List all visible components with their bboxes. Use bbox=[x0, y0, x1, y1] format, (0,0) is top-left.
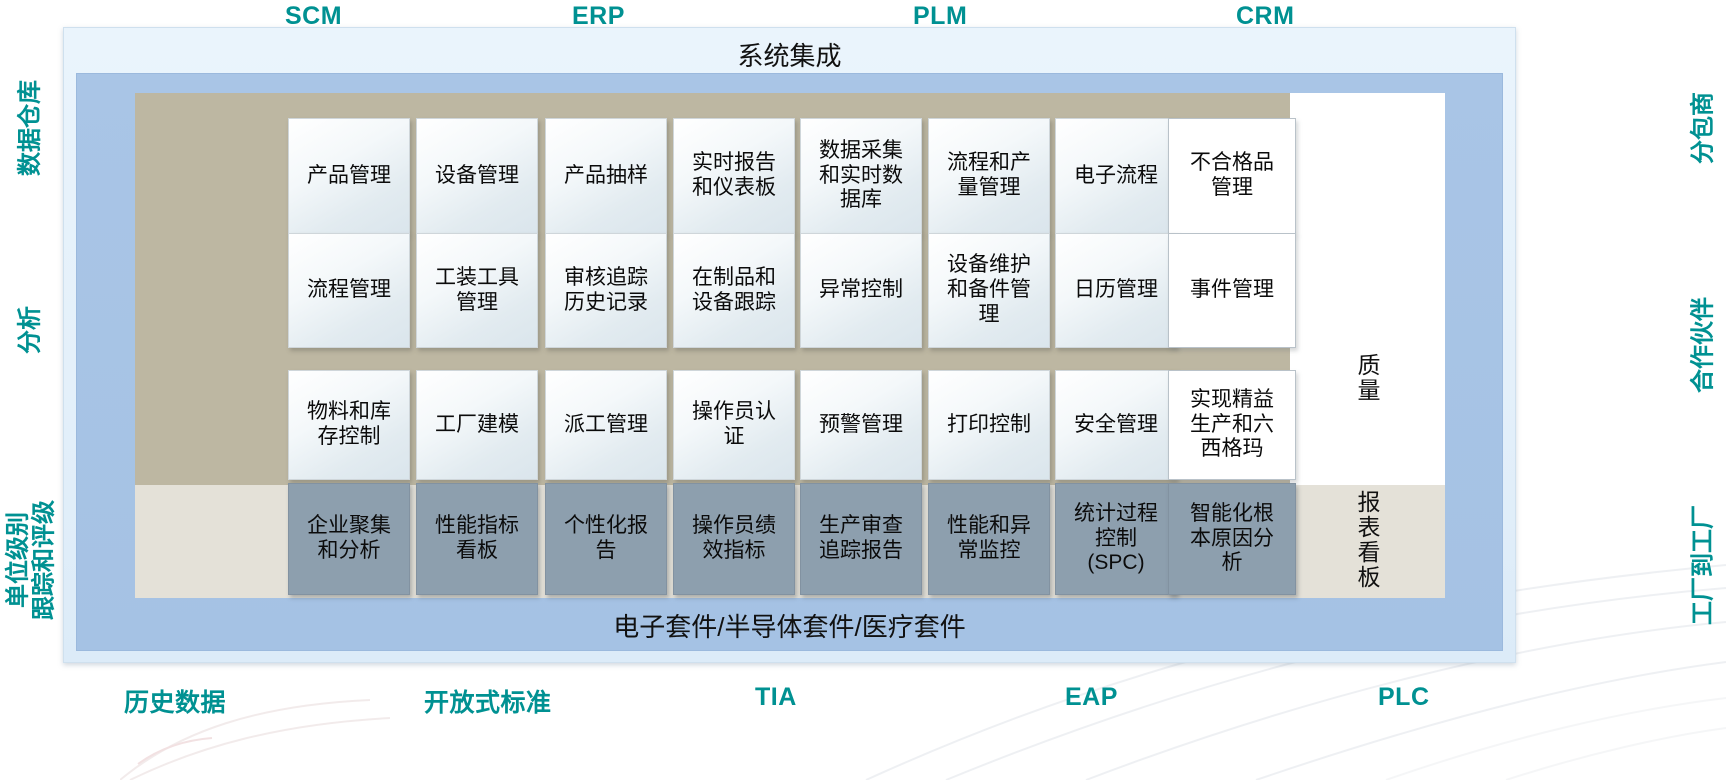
module-tile-label: 性能和异常监控 bbox=[947, 514, 1031, 562]
module-tile[interactable]: 电子流程 bbox=[1055, 118, 1177, 234]
report-dashboard-vertical-label: 报表看板 bbox=[1354, 490, 1380, 590]
module-tile-label: 审核追踪历史记录 bbox=[564, 265, 648, 314]
module-tile[interactable]: 物料和库存控制 bbox=[288, 370, 410, 480]
module-tile[interactable]: 实时报告和仪表板 bbox=[673, 118, 795, 234]
module-tile[interactable]: 智能化根本原因分析 bbox=[1168, 483, 1296, 595]
module-tile-label: 日历管理 bbox=[1074, 278, 1158, 302]
module-tile[interactable]: 流程管理 bbox=[288, 233, 410, 348]
module-tile[interactable]: 审核追踪历史记录 bbox=[545, 233, 667, 348]
module-tile-label: 产品管理 bbox=[307, 163, 391, 187]
module-tile[interactable]: 工装工具管理 bbox=[416, 233, 538, 348]
right-label-1: 合作伙伴 bbox=[1689, 297, 1717, 393]
module-tile[interactable]: 统计过程控制(SPC) bbox=[1055, 483, 1177, 595]
module-tile-label: 智能化根本原因分析 bbox=[1190, 501, 1274, 575]
module-tile-label: 产品抽样 bbox=[564, 163, 648, 187]
module-tile-label: 工装工具管理 bbox=[435, 265, 519, 314]
module-tile[interactable]: 设备管理 bbox=[416, 118, 538, 234]
crm-column-background bbox=[1290, 93, 1445, 485]
module-tile-label: 统计过程控制(SPC) bbox=[1074, 501, 1158, 575]
module-tile-label: 在制品和设备跟踪 bbox=[692, 265, 776, 314]
suite-title: 电子套件/半导体套件/医疗套件 bbox=[613, 612, 966, 642]
bottom-label-0: 历史数据 bbox=[124, 689, 227, 717]
left-label-3: 单位级别 bbox=[4, 512, 32, 608]
mes-content-area: 产品管理 设备管理 产品抽样 实时报告和仪表板数据采集和实时数据库流程和产量管理 电子流… bbox=[135, 93, 1445, 598]
module-tile-label: 安全管理 bbox=[1074, 412, 1158, 436]
module-tile-label: 流程和产量管理 bbox=[947, 151, 1031, 199]
top-label-erp: ERP bbox=[572, 2, 625, 30]
module-tile[interactable]: 打印控制 bbox=[928, 370, 1050, 480]
module-tile[interactable]: 异常控制 bbox=[800, 233, 922, 348]
module-tile[interactable]: 数据采集和实时数据库 bbox=[800, 118, 922, 234]
module-tile[interactable]: 派工管理 bbox=[545, 370, 667, 480]
right-label-2: 工厂到工厂 bbox=[1689, 505, 1717, 625]
module-tile-label: 生产审查追踪报告 bbox=[819, 514, 903, 562]
left-label-0: 数据仓库 bbox=[16, 80, 44, 176]
top-label-plm: PLM bbox=[913, 2, 968, 30]
top-label-scm: SCM bbox=[285, 2, 343, 30]
module-tile-label: 实时报告和仪表板 bbox=[692, 151, 776, 199]
module-tile-label: 个性化报告 bbox=[564, 514, 648, 562]
module-tile[interactable]: 流程和产量管理 bbox=[928, 118, 1050, 234]
module-tile-label: 实现精益生产和六西格玛 bbox=[1190, 387, 1274, 461]
module-tile-label: 设备管理 bbox=[435, 163, 519, 187]
module-tile[interactable]: 工厂建模 bbox=[416, 370, 538, 480]
module-tile[interactable]: 产品管理 bbox=[288, 118, 410, 234]
module-tile[interactable]: 安全管理 bbox=[1055, 370, 1177, 480]
module-tile[interactable]: 日历管理 bbox=[1055, 233, 1177, 348]
module-tile-label: 企业聚集和分析 bbox=[307, 514, 391, 562]
module-tile[interactable]: 性能指标看板 bbox=[416, 483, 538, 595]
quality-vertical-label: 质量 bbox=[1354, 353, 1380, 403]
suite-panel: 电子套件/半导体套件/医疗套件 产品管理 设备管理 产品抽样 实时报告和仪表板数据采集… bbox=[76, 73, 1503, 651]
module-tile[interactable]: 个性化报告 bbox=[545, 483, 667, 595]
left-label-1: 分析 bbox=[16, 306, 44, 354]
module-tile-label: 事件管理 bbox=[1190, 278, 1274, 302]
module-tile-label: 流程管理 bbox=[307, 278, 391, 302]
module-tile[interactable]: 性能和异常监控 bbox=[928, 483, 1050, 595]
module-tile[interactable]: 在制品和设备跟踪 bbox=[673, 233, 795, 348]
module-tile[interactable]: 操作员认证 bbox=[673, 370, 795, 480]
module-tile-label: 预警管理 bbox=[819, 412, 903, 436]
top-label-crm: CRM bbox=[1236, 2, 1295, 30]
module-tile-label: 操作员认证 bbox=[692, 400, 776, 448]
bottom-label-2: TIA bbox=[755, 683, 797, 711]
module-tile[interactable]: 产品抽样 bbox=[545, 118, 667, 234]
bottom-label-3: EAP bbox=[1065, 683, 1118, 711]
module-tile-label: 物料和库存控制 bbox=[307, 400, 391, 448]
module-tile-label: 性能指标看板 bbox=[435, 514, 519, 562]
system-integration-panel: 系统集成 电子套件/半导体套件/医疗套件 产品管理 设备管理 产品抽样 实时报告和仪表… bbox=[63, 27, 1516, 663]
module-tile[interactable]: 不合格品管理 bbox=[1168, 118, 1296, 234]
module-tile-label: 异常控制 bbox=[819, 278, 903, 302]
module-tile[interactable]: 操作员绩效指标 bbox=[673, 483, 795, 595]
module-tile[interactable]: 企业聚集和分析 bbox=[288, 483, 410, 595]
module-tile[interactable]: 事件管理 bbox=[1168, 233, 1296, 348]
module-tile[interactable]: 生产审查追踪报告 bbox=[800, 483, 922, 595]
module-tile-label: 工厂建模 bbox=[435, 412, 519, 436]
module-tile-label: 操作员绩效指标 bbox=[692, 514, 776, 562]
module-tile[interactable]: 实现精益生产和六西格玛 bbox=[1168, 370, 1296, 480]
system-integration-title: 系统集成 bbox=[737, 41, 842, 71]
right-label-0: 分包商 bbox=[1689, 92, 1717, 164]
module-grid: 产品管理 设备管理 产品抽样 实时报告和仪表板数据采集和实时数据库流程和产量管理 电子流… bbox=[135, 93, 1445, 598]
module-tile-label: 派工管理 bbox=[564, 412, 648, 436]
bottom-label-1: 开放式标准 bbox=[424, 689, 552, 717]
background-swoosh-decoration-left bbox=[120, 660, 460, 780]
module-tile-label: 设备维护和备件管理 bbox=[947, 253, 1031, 326]
module-tile-label: 打印控制 bbox=[947, 412, 1031, 436]
bottom-label-4: PLC bbox=[1378, 683, 1430, 711]
module-tile[interactable]: 预警管理 bbox=[800, 370, 922, 480]
module-tile-label: 电子流程 bbox=[1074, 163, 1158, 187]
module-tile[interactable]: 设备维护和备件管理 bbox=[928, 233, 1050, 348]
module-tile-label: 不合格品管理 bbox=[1190, 151, 1274, 199]
module-tile-label: 数据采集和实时数据库 bbox=[819, 138, 903, 212]
